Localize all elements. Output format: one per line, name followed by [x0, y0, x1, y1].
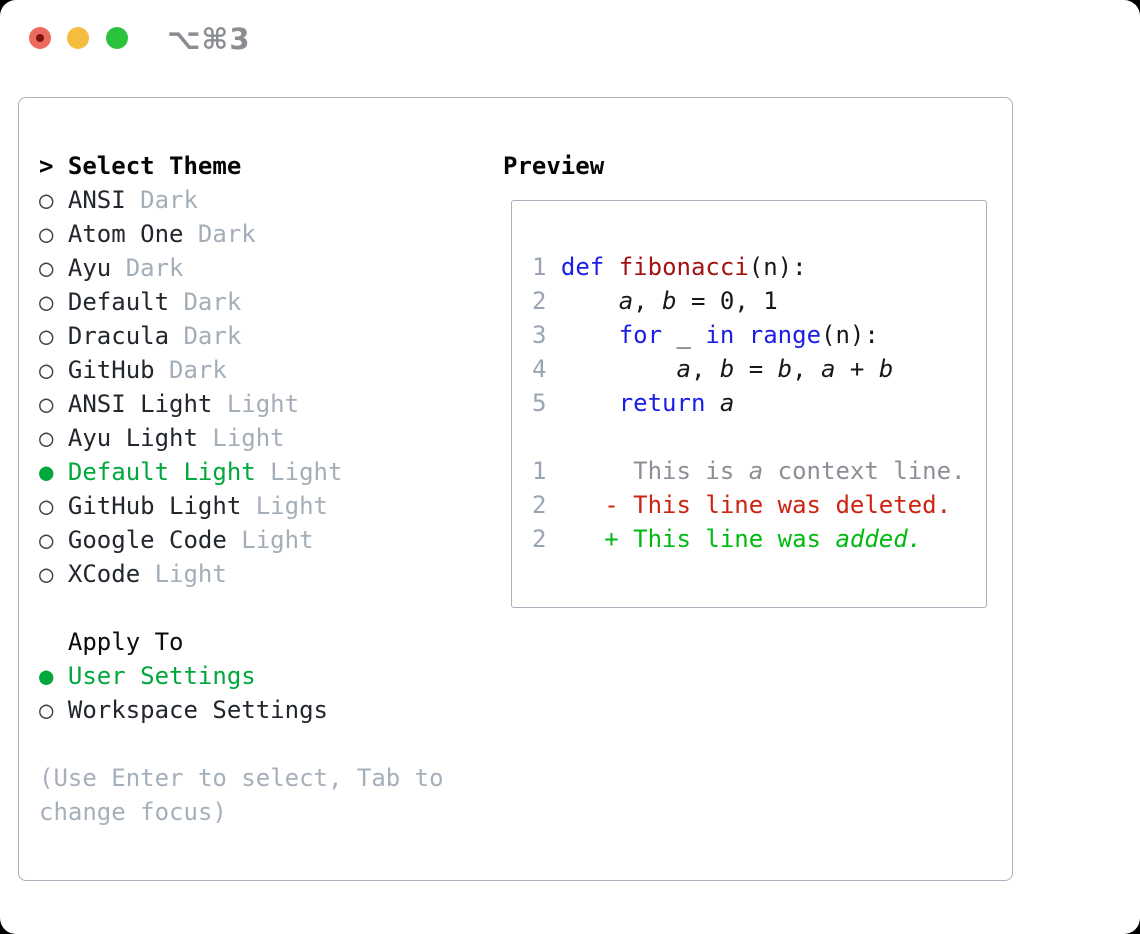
- radio-selected-icon: ●: [39, 458, 54, 486]
- diff-context-line: 1 This is a context line.: [532, 457, 966, 485]
- radio-icon: ○: [39, 526, 54, 554]
- radio-icon: ○: [39, 560, 54, 588]
- preview-section: Preview 1 def fibonacci(n): 2 a, b = 0, …: [503, 149, 1012, 880]
- radio-icon: ○: [39, 322, 54, 350]
- code-line: 2 a, b = 0, 1: [532, 287, 778, 315]
- tab-shortcut-label: ⌥⌘3: [167, 22, 251, 56]
- diff-deleted-line: 2 - This line was deleted.: [532, 491, 952, 519]
- radio-selected-icon: ●: [39, 662, 54, 690]
- diff-added-line: 2 + This line was added.: [532, 525, 923, 553]
- preview-title: Preview: [503, 152, 605, 180]
- radio-icon: ○: [39, 390, 54, 418]
- radio-icon: ○: [39, 424, 54, 452]
- code-line: 1 def fibonacci(n):: [532, 253, 807, 281]
- blank-line: [532, 420, 976, 454]
- minimize-button[interactable]: [67, 27, 89, 49]
- radio-icon: ○: [39, 220, 54, 248]
- apply-to-heading: Apply To: [67, 628, 184, 656]
- radio-icon: ○: [39, 186, 54, 214]
- radio-icon: ○: [39, 696, 54, 724]
- radio-icon: ○: [39, 356, 54, 384]
- close-button[interactable]: [29, 27, 51, 49]
- help-text-line2: change focus): [39, 798, 227, 826]
- select-theme-heading: > Select Theme: [39, 149, 503, 183]
- apply-option-workspace-settings[interactable]: ○Workspace Settings: [39, 693, 503, 727]
- code-line: 4 a, b = b, a + b: [532, 355, 894, 383]
- radio-icon: ○: [39, 288, 54, 316]
- preview-pane: 1 def fibonacci(n): 2 a, b = 0, 1 3 for …: [511, 200, 987, 608]
- radio-icon: ○: [39, 254, 54, 282]
- zoom-button[interactable]: [106, 27, 128, 49]
- title-bar: ⌥⌘3: [0, 0, 1140, 97]
- code-line: 3 for _ in range(n):: [532, 321, 879, 349]
- unsaved-dot-icon: [36, 34, 44, 42]
- radio-icon: ○: [39, 492, 54, 520]
- spacer: [39, 591, 503, 625]
- prompt-icon: >: [39, 152, 54, 180]
- help-text-line1: (Use Enter to select, Tab to: [39, 764, 444, 792]
- apply-option-user-settings[interactable]: ●User Settings: [39, 659, 503, 693]
- code-line: 5 return a: [532, 389, 735, 417]
- select-theme-title: Select Theme: [67, 152, 242, 180]
- spacer: [39, 727, 503, 761]
